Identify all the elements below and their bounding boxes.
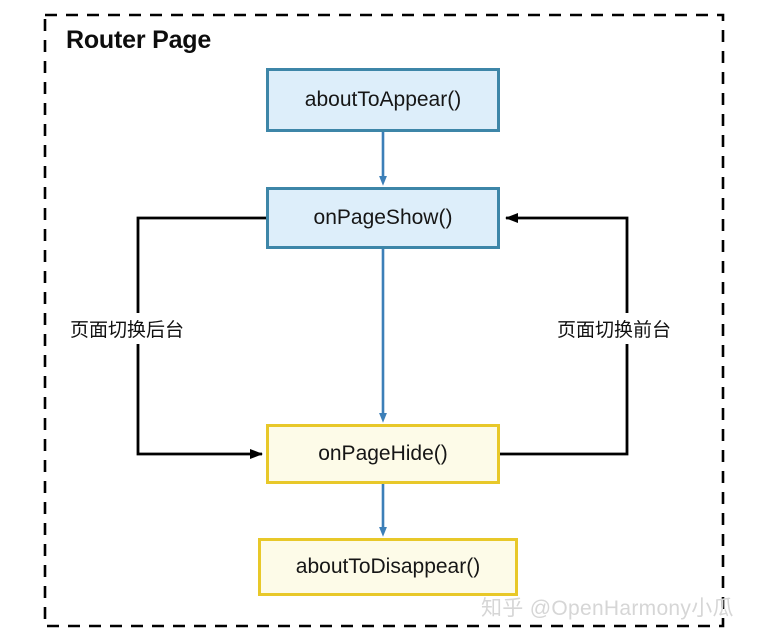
- edge-label-to-background: 页面切换后台: [66, 313, 189, 344]
- node-on-page-show[interactable]: onPageShow(): [266, 187, 500, 249]
- group-container-dashed-border: [43, 13, 725, 628]
- group-title: Router Page: [66, 26, 212, 54]
- edge-label-to-foreground: 页面切换前台: [553, 313, 676, 344]
- watermark-text: 知乎 @OpenHarmony小瓜: [481, 597, 734, 620]
- node-on-page-hide[interactable]: onPageHide(): [266, 424, 500, 484]
- node-about-to-disappear[interactable]: aboutToDisappear(): [258, 538, 518, 596]
- node-about-to-appear[interactable]: aboutToAppear(): [266, 68, 500, 132]
